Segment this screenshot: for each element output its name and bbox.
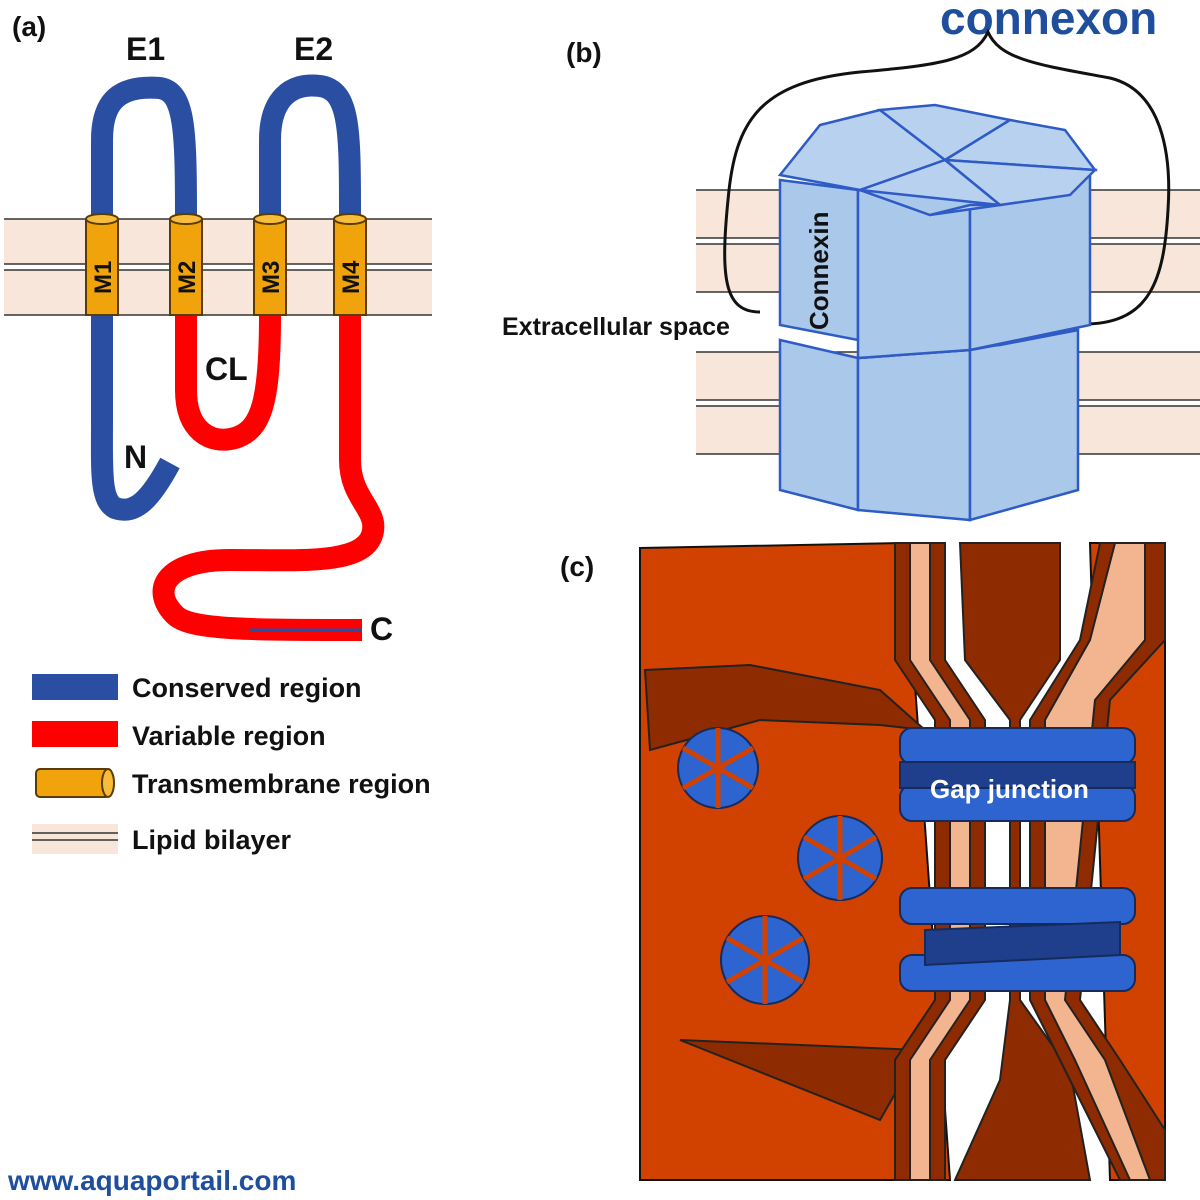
lower-connexon <box>778 328 1080 522</box>
connexin-label: Connexin <box>804 212 834 330</box>
legend-item-variable: Variable region <box>32 721 326 751</box>
panel-a-label: (a) <box>12 11 46 42</box>
svg-text:Transmembrane region: Transmembrane region <box>132 769 431 799</box>
transmembrane-m4: M4 <box>333 213 367 316</box>
gap-junction-upper <box>899 727 1136 822</box>
svg-text:M1: M1 <box>90 261 117 294</box>
transmembrane-m3: M3 <box>253 213 287 316</box>
connexin-subunit <box>856 188 972 360</box>
loop-e2-label: E2 <box>294 31 333 67</box>
connexin-top <box>859 188 1001 217</box>
legend-item-bilayer: Lipid bilayer <box>32 824 292 855</box>
connexon-rosette <box>797 815 883 901</box>
panel-a-bilayer <box>4 218 432 316</box>
legend: Conserved region Variable region Transme… <box>32 673 431 855</box>
svg-text:M4: M4 <box>338 260 365 294</box>
site-watermark: www.aquaportail.com <box>7 1165 296 1196</box>
connexon-rosette <box>677 727 759 809</box>
upper-connexon <box>777 103 1098 360</box>
conserved-region-path <box>90 74 361 521</box>
legend-item-transmembrane: Transmembrane region <box>35 768 431 799</box>
svg-text:Conserved region: Conserved region <box>132 673 362 703</box>
connexon-bracket <box>723 28 1171 326</box>
n-terminus-label: N <box>124 439 147 475</box>
variable-swatch-icon <box>32 721 118 747</box>
conserved-swatch-icon <box>32 674 118 700</box>
cylinder-swatch-icon <box>35 768 115 798</box>
panel-b-label: (b) <box>566 37 602 68</box>
panel-a: (a) M1 M2 M3 <box>4 11 432 647</box>
gap-junction-label: Gap junction <box>930 774 1089 804</box>
c-terminus-label: C <box>370 611 393 647</box>
legend-item-conserved: Conserved region <box>32 673 362 703</box>
cytoplasmic-loop-path <box>175 314 281 451</box>
connexon-rosette <box>720 915 810 1005</box>
transmembrane-m2: M2 <box>169 213 203 316</box>
loop-cl-label: CL <box>205 351 248 387</box>
membrane-gap <box>953 542 1092 1181</box>
svg-text:M3: M3 <box>258 261 285 294</box>
connexon-title: connexon <box>940 0 1157 44</box>
transmembrane-m1: M1 <box>85 213 119 316</box>
loop-e1-label: E1 <box>126 31 165 67</box>
svg-text:Lipid bilayer: Lipid bilayer <box>132 825 292 855</box>
svg-text:Variable region: Variable region <box>132 721 326 751</box>
panel-c: (c) Gap junction <box>560 541 1166 1181</box>
gap-junction-lower <box>899 887 1136 992</box>
svg-text:M2: M2 <box>174 261 201 294</box>
panel-c-label: (c) <box>560 551 594 582</box>
bilayer-swatch-icon <box>32 824 118 854</box>
panel-b: (b) connexon <box>502 0 1200 522</box>
c-terminal-tail-path <box>152 315 385 641</box>
membrane-left <box>894 542 986 1181</box>
extracellular-space-label: Extracellular space <box>502 313 730 341</box>
